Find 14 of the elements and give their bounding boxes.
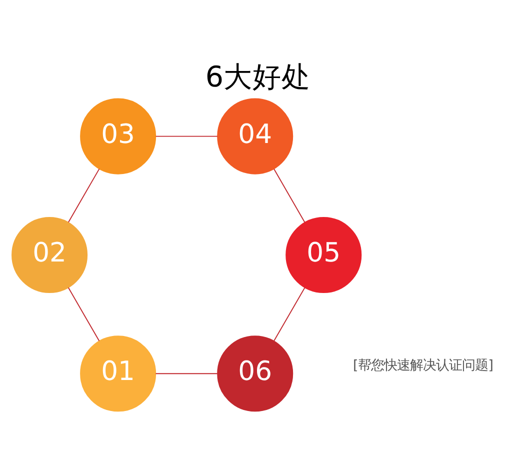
- connector: [274, 168, 306, 223]
- node-circle: 02: [12, 216, 88, 293]
- connector: [155, 136, 218, 137]
- label: [帮您快速解决认证问题]: [353, 358, 494, 374]
- node-circle: 05: [286, 216, 362, 293]
- node-circle: 06: [217, 336, 294, 412]
- connector: [155, 373, 218, 374]
- connector: [68, 168, 100, 223]
- node-circle: 01: [80, 336, 156, 412]
- diagram-title: 6大好处: [205, 60, 311, 94]
- node-circle: 04: [217, 98, 294, 174]
- connector: [68, 287, 100, 342]
- connector: [273, 287, 306, 342]
- node-circle: 03: [80, 98, 156, 174]
